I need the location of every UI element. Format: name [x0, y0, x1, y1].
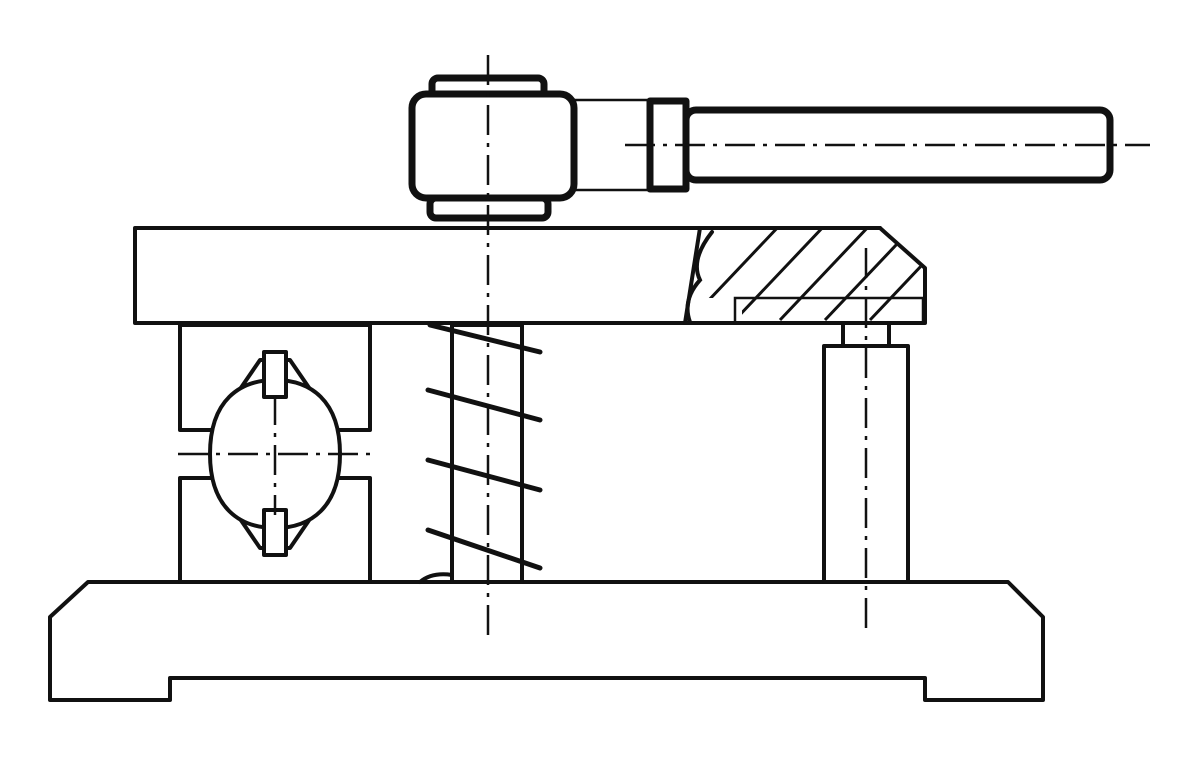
- compression-spring: [418, 322, 543, 584]
- clamping-nut-with-lever: [408, 74, 1114, 222]
- clamping-plate: [133, 226, 927, 325]
- base-plate: [48, 580, 1045, 702]
- v-block-support: [178, 323, 372, 584]
- centre-lines: [486, 55, 1150, 635]
